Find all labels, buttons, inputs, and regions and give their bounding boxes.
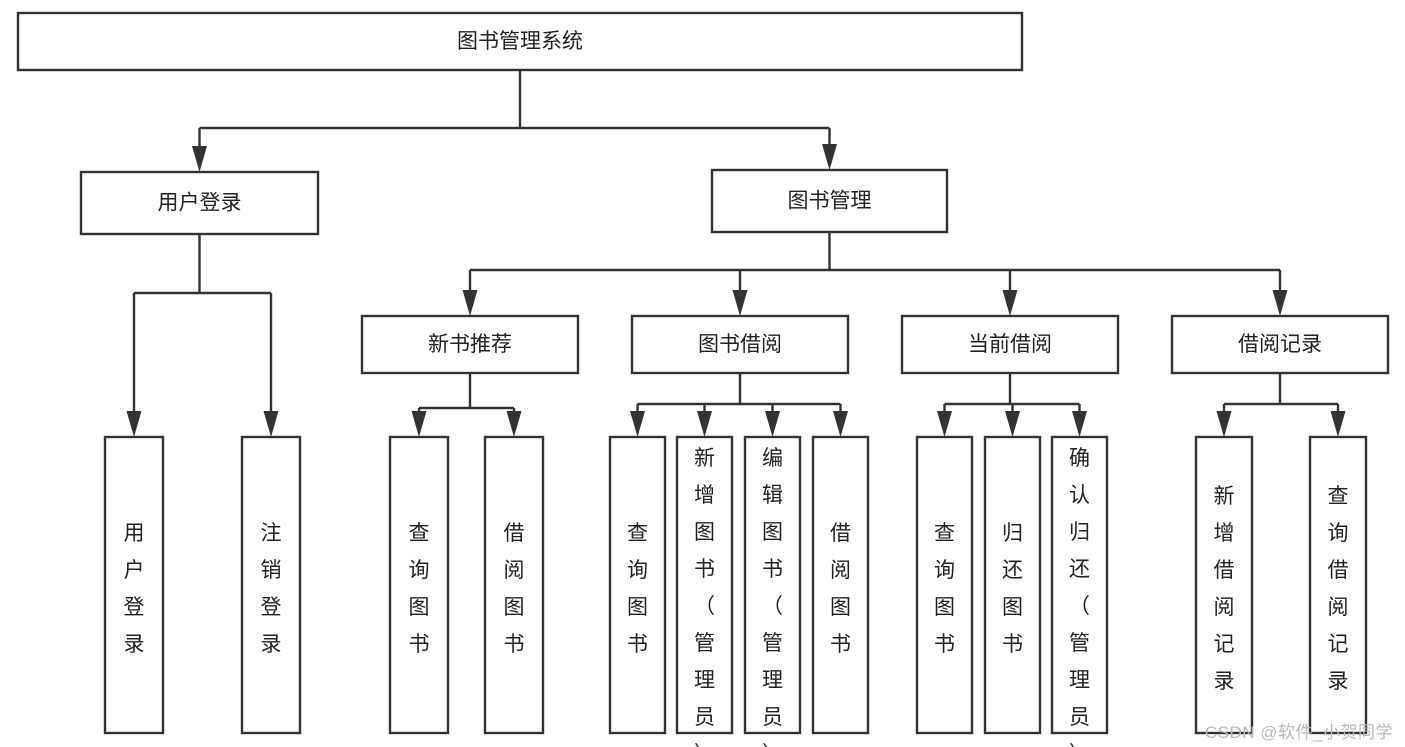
node-box (710, 168, 949, 234)
node-label: 用户登录 (124, 522, 145, 656)
node-leaf-add-book[interactable]: 新增图书（管理员） (675, 435, 734, 747)
node-box (915, 435, 974, 735)
node-box (983, 435, 1042, 735)
node-root[interactable]: 图书管理系统 (16, 11, 1024, 72)
node-box (483, 435, 545, 735)
node-label: 查询图书 (934, 522, 955, 656)
node-label: 编辑图书（管理员） (762, 447, 783, 747)
arrow-head-icon (1072, 411, 1087, 437)
arrow-head-icon (1330, 411, 1346, 437)
arrow-head-icon (630, 411, 645, 437)
node-leaf-user-login[interactable]: 用户登录 (103, 435, 165, 735)
node-leaf-add-record[interactable]: 新增借阅记录 (1194, 435, 1254, 735)
node-box (360, 314, 580, 375)
arrow-head-icon (411, 411, 427, 437)
nodes-layer: 图书管理系统用户登录图书管理新书推荐图书借阅当前借阅借阅记录用户登录注销登录查询… (16, 11, 1390, 747)
arrow-head-icon (765, 411, 780, 437)
arrow-head-icon (833, 411, 848, 437)
node-box (608, 435, 667, 735)
node-box (1194, 435, 1254, 735)
node-box (16, 11, 1024, 72)
node-book-borrow[interactable]: 图书借阅 (630, 314, 850, 375)
node-box (79, 170, 320, 236)
node-label: 新增借阅记录 (1214, 485, 1235, 693)
node-label: 借阅图书 (830, 522, 851, 656)
arrow-head-icon (697, 411, 712, 437)
node-leaf-borrow-book-rec[interactable]: 借阅图书 (483, 435, 545, 735)
arrow-head-icon (1272, 290, 1288, 316)
node-label: 新书推荐 (428, 333, 512, 356)
node-leaf-query-book-b[interactable]: 查询图书 (608, 435, 667, 735)
node-box (1308, 435, 1368, 735)
node-borrow-record[interactable]: 借阅记录 (1170, 314, 1390, 375)
node-leaf-return-book[interactable]: 归还图书 (983, 435, 1042, 735)
arrow-head-icon (506, 411, 522, 437)
node-leaf-confirm-return[interactable]: 确认归还（管理员） (1050, 435, 1109, 747)
node-box (811, 435, 870, 735)
node-current-borrow[interactable]: 当前借阅 (900, 314, 1120, 375)
node-label: 新增图书（管理员） (694, 447, 715, 747)
node-leaf-edit-book[interactable]: 编辑图书（管理员） (743, 435, 802, 747)
arrow-head-icon (462, 290, 478, 316)
node-book-manage[interactable]: 图书管理 (710, 168, 949, 234)
arrow-head-icon (1002, 290, 1018, 316)
arrow-head-icon (1216, 411, 1232, 437)
node-label: 用户登录 (158, 192, 242, 215)
node-new-book-rec[interactable]: 新书推荐 (360, 314, 580, 375)
node-leaf-query-book-c[interactable]: 查询图书 (915, 435, 974, 735)
node-label: 归还图书 (1002, 522, 1023, 656)
node-label: 图书借阅 (698, 333, 782, 356)
arrow-head-icon (1005, 411, 1020, 437)
arrow-head-icon (732, 290, 748, 316)
node-box (675, 435, 734, 735)
node-box (388, 435, 450, 735)
node-label: 借阅图书 (504, 522, 525, 656)
node-leaf-query-record[interactable]: 查询借阅记录 (1308, 435, 1368, 735)
node-box (900, 314, 1120, 375)
node-label: 查询图书 (409, 522, 430, 656)
node-label: 图书管理 (788, 190, 872, 213)
arrow-head-icon (263, 411, 279, 437)
node-label: 确认归还（管理员） (1069, 447, 1090, 747)
node-leaf-borrow-book-b[interactable]: 借阅图书 (811, 435, 870, 735)
node-box (743, 435, 802, 735)
node-leaf-logout[interactable]: 注销登录 (240, 435, 302, 735)
node-box (1170, 314, 1390, 375)
arrow-head-icon (937, 411, 952, 437)
node-label: 借阅记录 (1238, 333, 1322, 356)
node-label: 注销登录 (261, 522, 282, 656)
node-user-login[interactable]: 用户登录 (79, 170, 320, 236)
connectors-layer (126, 70, 1346, 437)
node-label: 当前借阅 (968, 333, 1052, 356)
arrow-head-icon (192, 146, 207, 172)
node-box (1050, 435, 1109, 735)
node-label: 图书管理系统 (457, 30, 583, 53)
node-label: 查询借阅记录 (1328, 485, 1349, 693)
arrow-head-icon (822, 144, 837, 170)
node-label: 查询图书 (627, 522, 648, 656)
node-box (630, 314, 850, 375)
node-box (103, 435, 165, 735)
node-box (240, 435, 302, 735)
arrow-head-icon (126, 411, 142, 437)
node-leaf-query-book-rec[interactable]: 查询图书 (388, 435, 450, 735)
